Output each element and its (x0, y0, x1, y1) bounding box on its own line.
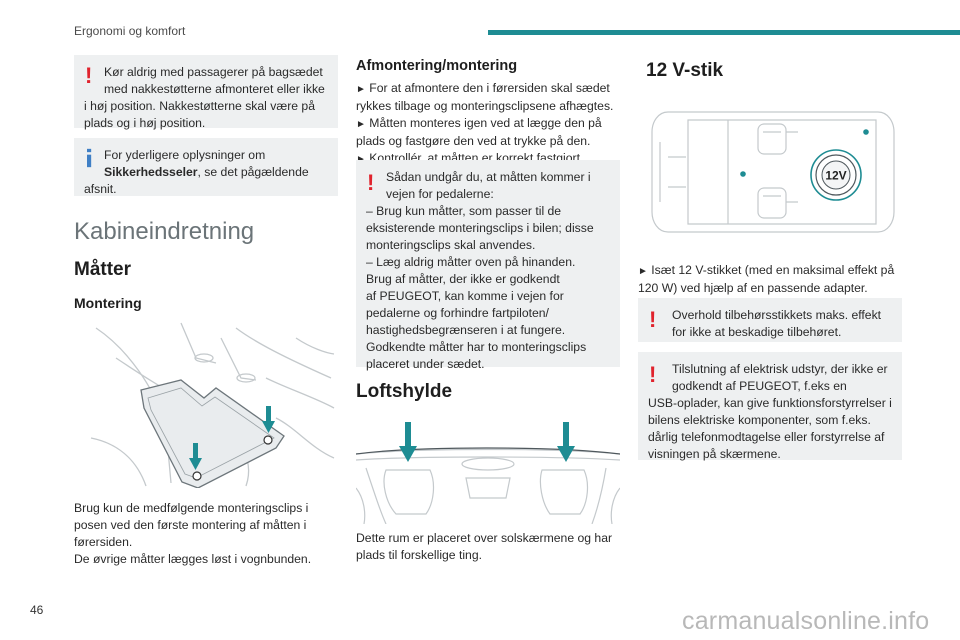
teal-down-arrow-icon (189, 443, 202, 470)
teal-down-arrow-icon (557, 422, 575, 462)
step-text: For at afmontere den i førersiden skal s… (369, 81, 610, 95)
warning-text: USB-oplader, kan give funktionsforstyrre… (648, 396, 892, 410)
body-line: plads til forskellige ting. (356, 548, 482, 562)
info-text: , se det pågældende (197, 165, 309, 179)
subheading-remove-refit: Afmontering/montering (356, 58, 518, 74)
info-i-icon (87, 148, 92, 168)
warning-text: vejen for pedalerne: (386, 187, 494, 201)
teal-down-arrow-icon (262, 406, 275, 433)
exclamation-icon: ! (85, 63, 93, 88)
warning-box-unapproved-equipment: ! Tilslutning af elektrisk udstyr, der i… (638, 352, 902, 461)
warning-text: visningen på skærmene. (648, 447, 781, 461)
warning-text: godkendt af PEUGEOT, f.eks en (672, 379, 847, 393)
body-line: Brug kun de medfølgende monteringsclips … (74, 501, 309, 515)
warning-text: – Brug kun måtter, som passer til de (366, 204, 562, 218)
remove-refit-steps: ► For at afmontere den i førersiden skal… (356, 80, 622, 168)
vehicle-top-view-illustration: 12V (651, 111, 895, 233)
warning-text: placeret under sædet. (366, 357, 485, 371)
section-heading-12v-socket: 12 V-stik (646, 60, 724, 81)
info-text: For yderligere oplysninger om (104, 148, 266, 162)
step-arrow-icon: ► (356, 84, 366, 95)
exclamation-icon: ! (649, 307, 657, 332)
page-number: 46 (30, 603, 44, 617)
info-box-seatbelts: For yderligere oplysninger om Sikkerheds… (74, 138, 338, 196)
warning-box-max-power: ! Overhold tilbehørsstikkets maks. effek… (638, 298, 902, 342)
warning-text: monteringsclips skal anvendes. (366, 238, 536, 252)
warning-text: dårlig telefonmodtagelse eller forstyrre… (648, 430, 885, 444)
info-text: afsnit. (84, 182, 117, 196)
warning-box-pedals: ! Sådan undgår du, at måtten kommer i ve… (356, 160, 620, 371)
subheading-mounting: Montering (74, 295, 142, 311)
warning-text: Godkendte måtter har to monteringsclips (366, 340, 587, 354)
roof-shelf-body-text: Dette rum er placeret over solskærmene o… (356, 530, 622, 564)
warning-text: eksisterende monteringsclips i bilen; di… (366, 221, 594, 235)
step-text: plads og fastgøre den ved at trykke på d… (356, 134, 591, 148)
exclamation-icon: ! (367, 170, 375, 195)
section-heading-roof-shelf: Loftshylde (356, 381, 453, 402)
step-arrow-icon: ► (356, 154, 366, 165)
warning-text: af PEUGEOT, kan komme i vejen for (366, 289, 564, 303)
section-title: Ergonomi og komfort (74, 24, 186, 38)
info-bold-term: Sikkerhedsseler (104, 165, 198, 179)
roof-shelf-illustration (356, 422, 620, 524)
warning-box-headrests: ! Kør aldrig med passagerer på bagsædet … (74, 55, 338, 130)
floor-mat-illustration (90, 322, 335, 488)
body-line: Dette rum er placeret over solskærmene o… (356, 531, 613, 545)
warning-text: Kør aldrig med passagerer på bagsædet me… (104, 65, 325, 96)
warning-text: for ikke at beskadige tilbehøret. (672, 325, 842, 339)
body-line: posen ved den første montering af måtten… (74, 518, 307, 532)
step-text: 120 W) ved hjælp af en passende adapter. (638, 281, 868, 295)
body-line: førersiden. (74, 535, 133, 549)
page-header: Ergonomi og komfort (0, 0, 960, 40)
warning-text: Overhold tilbehørsstikkets maks. effekt (672, 308, 882, 322)
header-accent-bar (488, 30, 960, 35)
warning-text: pedalerne og forhindre fartpiloten/ (366, 306, 549, 320)
body-line: De øvrige måtter lægges løst i vognbunde… (74, 552, 312, 566)
chapter-heading: Kabineindretning (74, 218, 255, 245)
step-arrow-icon: ► (638, 266, 648, 277)
watermark: carmanualsonline.info (682, 607, 930, 635)
warning-text: hastighedsbegrænseren i at fungere. (366, 323, 566, 337)
warning-text: Sådan undgår du, at måtten kommer i (386, 170, 591, 184)
step-text: Isæt 12 V-stikket (med en maksimal effek… (651, 263, 895, 277)
socket-label: 12V (825, 169, 846, 183)
section-heading-mats: Måtter (74, 259, 132, 280)
warning-text: i høj position. Nakkestøtterne skal være… (84, 99, 315, 130)
warning-text: Tilslutning af elektrisk udstyr, der ikk… (672, 362, 888, 376)
warning-text: Brug af måtter, der ikke er godkendt (366, 272, 560, 286)
socket-step-text: ► Isæt 12 V-stikket (med en maksimal eff… (638, 262, 904, 297)
step-text: rykkes tilbage og monteringsclipsene afh… (356, 99, 614, 113)
step-arrow-icon: ► (356, 119, 366, 130)
teal-down-arrow-icon (399, 422, 417, 462)
warning-text: – Læg aldrig måtter oven på hinanden. (366, 255, 576, 269)
mats-body-text: Brug kun de medfølgende monteringsclips … (74, 500, 338, 568)
warning-text: bilens elektriske komponenter, som f.eks… (648, 413, 871, 427)
step-text: Måtten monteres igen ved at lægge den på (369, 116, 602, 130)
exclamation-icon: ! (649, 362, 657, 387)
